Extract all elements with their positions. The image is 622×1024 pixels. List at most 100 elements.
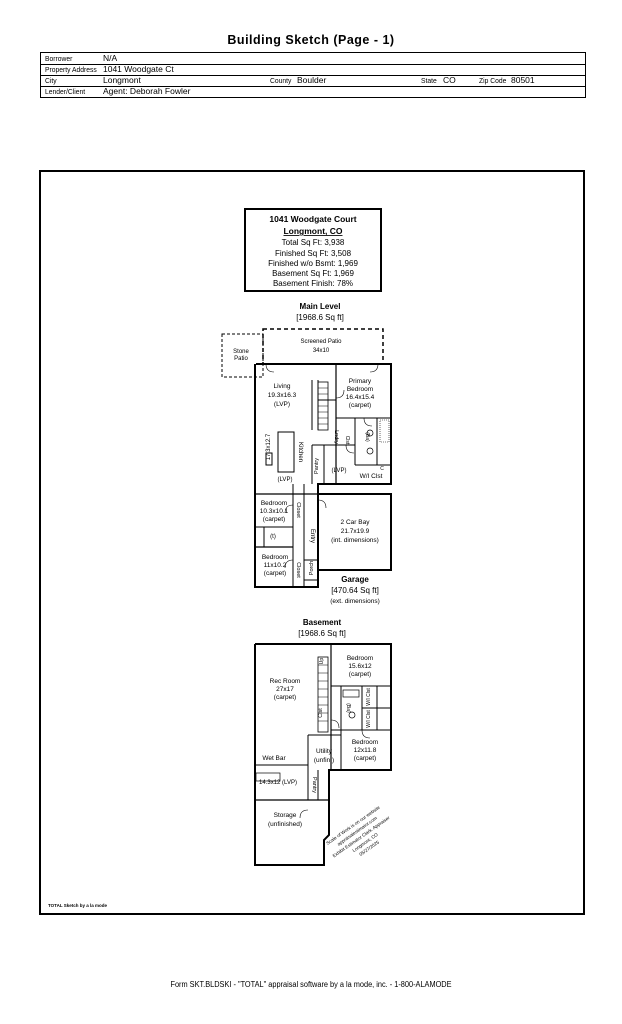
laundry-floor: (LVP) [332,468,347,474]
footer: Form SKT.BLDSKI - "TOTAL" appraisal soft… [170,980,452,989]
summary-finished-wo-bsmt: Finished w/o Bsmt: 1,969 [268,259,358,268]
borrower-row: Borrower N/A [41,53,585,65]
garage-bay-label: 2 Car Bay [341,519,371,526]
property-address-row: Property Address 1041 Woodgate Ct [41,64,585,76]
closet-small-label: Clst [344,436,350,445]
bath-label: (Ba) [364,432,370,442]
zip-label: Zip Code [479,76,507,85]
entry-label: Entry [309,529,315,543]
summary-total: Total Sq Ft: 3,938 [282,238,345,247]
bedroom-b-label: Bedroom [352,739,378,746]
summary-finished: Finished Sq Ft: 3,508 [275,249,352,258]
sketch-frame [39,170,585,915]
basement-bath-label: (Ba) [345,703,351,713]
appraiser-stamp: Scale of Work is on our website appraisa… [325,805,391,859]
total-sketch-note: TOTAL Sketch by a la mode [48,903,108,908]
garage-title: Garage [341,575,369,584]
half-bath-label: (t) [270,534,276,540]
main-level-title: Main Level [300,302,341,311]
basement-plan [254,643,392,866]
lender-label: Lender/Client [45,87,86,96]
wic-label: W/I Clst [360,473,383,480]
summary-basement-finish: Basement Finish: 78% [273,279,353,288]
state-value: CO [443,75,456,85]
basement-title: Basement [303,618,342,627]
rec-room-label: Rec Room [270,678,301,685]
bedroom-1-floor: (carpet) [263,516,285,523]
summary-box: 1041 Woodgate Court Longmont, CO Total S… [244,208,382,292]
stone-patio-label-1: Stone [233,349,249,355]
bedroom-b-floor: (carpet) [354,755,376,762]
screened-patio [262,328,384,365]
pantry-label: Pantry [314,458,320,474]
primary-bedroom-label-1: Primary [349,378,372,385]
lender-row: Lender/Client Agent: Deborah Fowler [41,86,585,97]
garage-ext: (ext. dimensions) [330,598,380,605]
wi-clst-2-label: W/I Clst [366,710,372,728]
stone-patio-label-2: Patio [234,356,248,362]
wet-bar-dim: 14.3x12 (LVP) [259,780,297,786]
bedroom-b-dim: 12x11.8 [354,747,377,754]
rec-room-floor: (carpet) [274,694,296,701]
borrower-value: N/A [103,53,118,63]
primary-bedroom-label-2: Bedroom [347,386,373,393]
storage-label: Storage [274,812,297,819]
bedroom-1-dim: 10.3x10.1 [260,508,289,515]
county-label: County [270,76,292,85]
bedroom-2-label: Bedroom [262,554,288,561]
kitchen-floor: (LVP) [278,477,293,483]
basement-area: [1968.6 Sq ft] [298,629,346,638]
city-row: City Longmont County Boulder State CO Zi… [41,75,585,87]
main-level-area: [1968.6 Sq ft] [296,313,344,322]
summary-address: 1041 Woodgate Court [269,214,356,224]
bedroom-1-label: Bedroom [261,500,287,507]
primary-bedroom-floor: (carpet) [349,402,371,409]
storage-note: (unfinished) [268,821,302,828]
header-info-table: Borrower N/A Property Address 1041 Woodg… [40,52,586,98]
garage-bay-dim: 21.7x19.9 [341,528,370,535]
wet-bar-label: Wet Bar [262,755,286,762]
rec-room-dim: 27x17 [276,686,294,693]
county-value: Boulder [297,75,327,85]
screened-patio-dim: 34x10 [313,348,330,354]
page-title: Building Sketch (Page - 1) [227,33,395,47]
living-label: Living [274,383,291,390]
primary-bedroom-dim: 16.4x15.4 [346,394,375,401]
city-value: Longmont [103,75,141,85]
basement-pantry-label: Pantry [311,777,317,793]
bedroom-a-label: Bedroom [347,655,373,662]
bedroom-a-dim: 15.6x12 [348,663,372,670]
bedroom-2-dim: 11x10.2 [264,562,287,569]
utility-note: (unfin.) [314,757,334,764]
state-label: State [421,76,437,85]
bedroom-2-floor: (carpet) [264,570,286,577]
property-address-value: 1041 Woodgate Ct [103,64,174,74]
porch-label: Porch [309,561,315,575]
closet-1-label: Closet [295,502,301,518]
stone-patio [221,333,264,378]
kitchen-dim: 17.3x12.7 [266,433,272,460]
living-dim: 19.3x16.3 [268,392,297,399]
garage-area: [470.64 Sq ft] [331,586,379,595]
utility-label: Utility [316,748,333,755]
city-label: City [45,76,57,85]
living-floor: (LVP) [274,401,290,408]
screened-patio-label: Screened Patio [300,339,342,345]
garage-bay-int: (int. dimensions) [331,537,379,544]
lender-value: Agent: Deborah Fowler [103,86,191,96]
laundry-label: Lndry [333,430,339,444]
basement-up-label: Up [319,658,325,665]
closet-2-label: Closet [295,562,301,578]
borrower-label: Borrower [45,54,73,63]
summary-basement: Basement Sq Ft: 1,969 [272,269,354,278]
wi-clst-1-label: W/I Clst [366,688,372,706]
property-address-label: Property Address [45,65,97,74]
c-label: C [380,466,384,472]
summary-city: Longmont, CO [283,226,342,236]
basement-closet-label: Clst [318,708,324,718]
zip-value: 80501 [511,75,535,85]
bedroom-a-floor: (carpet) [349,671,371,678]
kitchen-label: Kitchen [297,442,303,462]
main-level-plan [221,328,392,588]
